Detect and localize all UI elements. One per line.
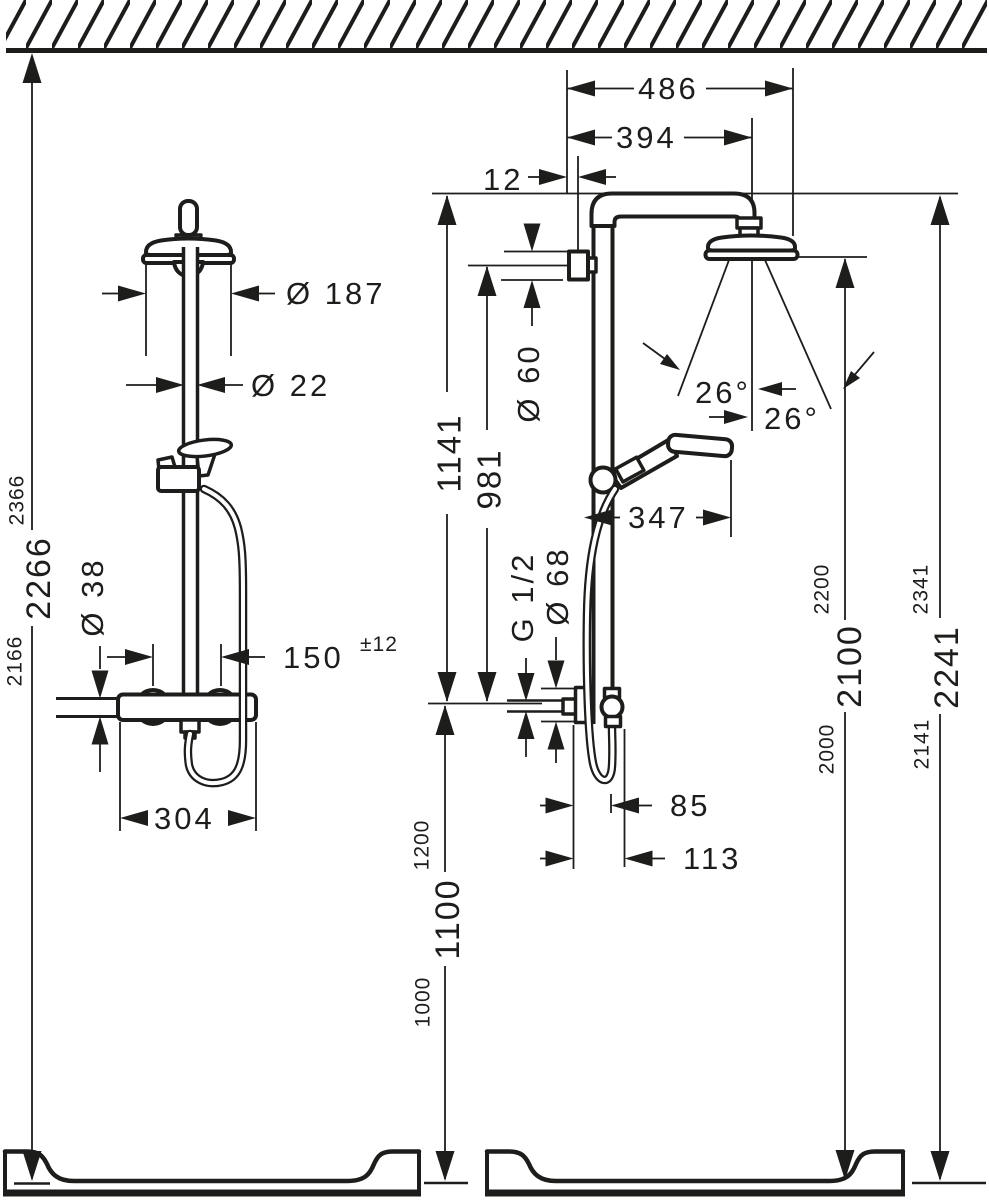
shower-tray-left <box>2 1149 422 1197</box>
left-view-shower-set <box>56 199 258 788</box>
slider-knob <box>588 465 618 495</box>
hand-shower-front <box>176 437 234 459</box>
connection-tolerance-label: ±12 <box>360 633 398 656</box>
pipe-height-label: 1141 <box>431 414 468 493</box>
escutcheon-diameter-label: Ø 68 <box>540 546 575 625</box>
supply-diameter-label: Ø 38 <box>75 557 110 636</box>
head-diameter-label: Ø 187 <box>286 276 385 311</box>
hose-offset-label: 85 <box>670 788 710 823</box>
hose-connector <box>599 694 625 720</box>
mount-height-mid-label: 1100 <box>429 878 467 959</box>
head-height-bottom-label: 2000 <box>815 724 838 775</box>
head-knob <box>178 199 199 237</box>
thermostat-width-label: 304 <box>154 801 215 836</box>
mount-height-top-label: 1200 <box>410 820 433 871</box>
spray-angle-left-label: 26° <box>695 375 751 410</box>
shower-tray-right <box>484 1149 906 1197</box>
connection-centers-label: 150 <box>283 640 344 675</box>
thread-size-label: G 1/2 <box>505 552 540 643</box>
thermostat-body <box>116 692 258 722</box>
bracket-diameter-label: Ø 60 <box>511 343 546 422</box>
pipe-top-height-mid-label: 2241 <box>928 625 966 709</box>
ceiling-hatch <box>6 0 987 53</box>
handshower-reach-label: 347 <box>628 500 689 535</box>
shower-arm <box>589 191 757 228</box>
head-height-top-label: 2200 <box>810 564 833 615</box>
hand-shower-side <box>666 432 735 459</box>
head-height-mid-label: 2100 <box>831 624 869 708</box>
arm-reach-outer-label: 486 <box>638 71 699 106</box>
spray-cone <box>677 259 832 431</box>
pipe-diameter-label: Ø 22 <box>251 368 330 403</box>
bracket-height-label: 981 <box>471 448 508 509</box>
total-height-top-label: 2366 <box>5 475 28 526</box>
wall-bracket <box>567 249 590 282</box>
overhead-shower-side <box>706 233 797 253</box>
dimension-annotations: 2366 2266 2166 Ø 187 Ø 22 Ø 38 150 ±12 <box>3 53 986 1185</box>
right-view-shower-set <box>507 191 832 785</box>
pipe-top-height-bottom-label: 2141 <box>910 719 933 770</box>
total-height-bottom-label: 2166 <box>3 636 26 687</box>
arm-reach-label: 394 <box>616 120 677 155</box>
pipe-top-height-top-label: 2341 <box>909 564 932 615</box>
mount-height-bottom-label: 1000 <box>411 977 434 1028</box>
spray-angle-right-label: 26° <box>764 401 820 436</box>
total-height-mid-label: 2266 <box>20 536 58 620</box>
hose-offset-outer-label: 113 <box>683 841 741 876</box>
wall-offset-label: 12 <box>483 162 523 197</box>
